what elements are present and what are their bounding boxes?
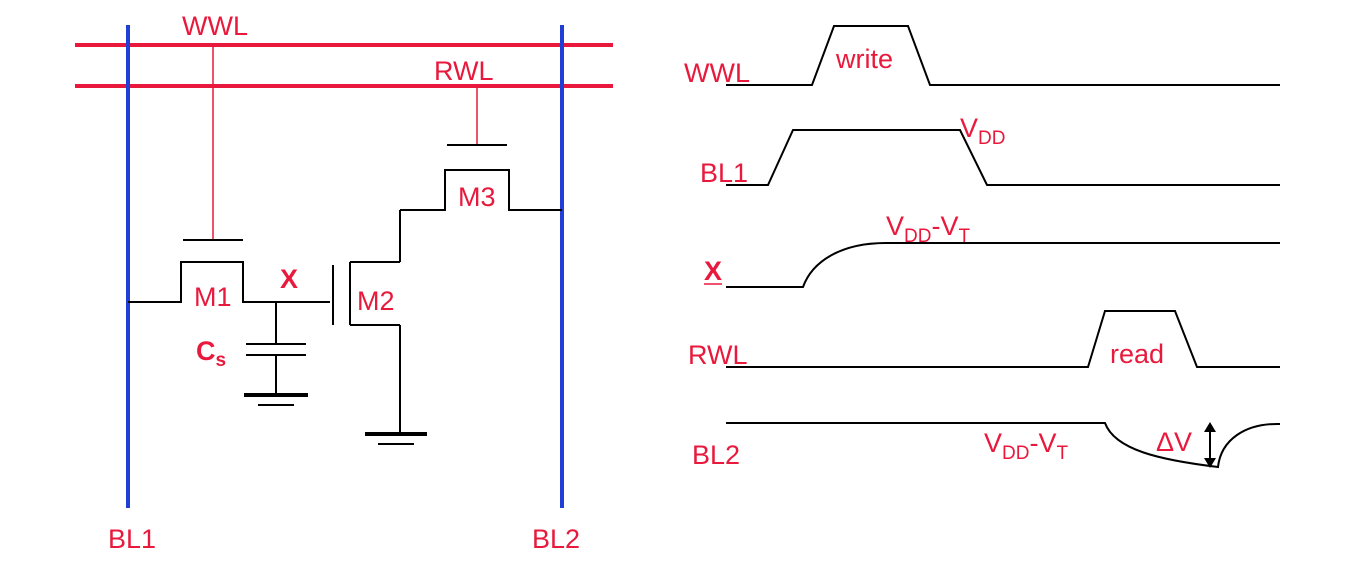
bl1-vdd-label: VDD bbox=[960, 113, 1005, 149]
storage-capacitor: Cs bbox=[196, 302, 308, 406]
x-vddvt-label: VDD-VT bbox=[886, 211, 970, 247]
wwl-waveform: WWL write bbox=[684, 25, 1280, 88]
schematic-wwl-label: WWL bbox=[182, 11, 248, 41]
x-trace bbox=[726, 242, 1280, 288]
schematic-bl2-label: BL2 bbox=[532, 524, 580, 554]
m1-label: M1 bbox=[194, 282, 232, 312]
bl1-waveform: BL1 VDD bbox=[700, 113, 1280, 188]
timing-diagram: WWL write BL1 VDD X VDD-VT RWL read bbox=[684, 25, 1281, 470]
cs-label: Cs bbox=[196, 336, 226, 371]
bl2-waveform: BL2 VDD-VT ΔV bbox=[692, 422, 1281, 470]
m3-channel bbox=[400, 169, 562, 211]
write-pulse-label: write bbox=[835, 44, 893, 74]
m3-label: M3 bbox=[458, 182, 496, 212]
timing-bl2-label: BL2 bbox=[692, 440, 740, 470]
bl1-trace bbox=[726, 129, 1280, 186]
transistor-m3: M3 bbox=[400, 144, 562, 212]
delta-v-label: ΔV bbox=[1156, 427, 1192, 457]
wwl-trace bbox=[726, 25, 1280, 86]
read-pulse-label: read bbox=[1110, 339, 1164, 369]
m2-label: M2 bbox=[357, 286, 395, 316]
x-waveform: X VDD-VT bbox=[704, 211, 1280, 288]
transistor-m2: M2 bbox=[332, 210, 427, 445]
timing-bl1-label: BL1 bbox=[700, 158, 748, 188]
delta-v-arrow-icon bbox=[1204, 422, 1216, 468]
timing-x-label: X bbox=[704, 256, 722, 286]
transistor-m1: M1 bbox=[128, 239, 330, 312]
timing-rwl-label: RWL bbox=[688, 340, 748, 370]
schematic-bl1-label: BL1 bbox=[108, 524, 156, 554]
timing-wwl-label: WWL bbox=[684, 58, 750, 88]
schematic-rwl-label: RWL bbox=[434, 56, 494, 86]
m1-channel bbox=[128, 261, 330, 303]
rwl-waveform: RWL read bbox=[688, 310, 1280, 370]
bl2-vddvt-label: VDD-VT bbox=[984, 428, 1068, 464]
rwl-trace bbox=[726, 310, 1280, 368]
cell-schematic: WWL RWL BL1 BL2 M1 X Cs bbox=[75, 11, 613, 554]
node-x-label: X bbox=[280, 264, 298, 294]
